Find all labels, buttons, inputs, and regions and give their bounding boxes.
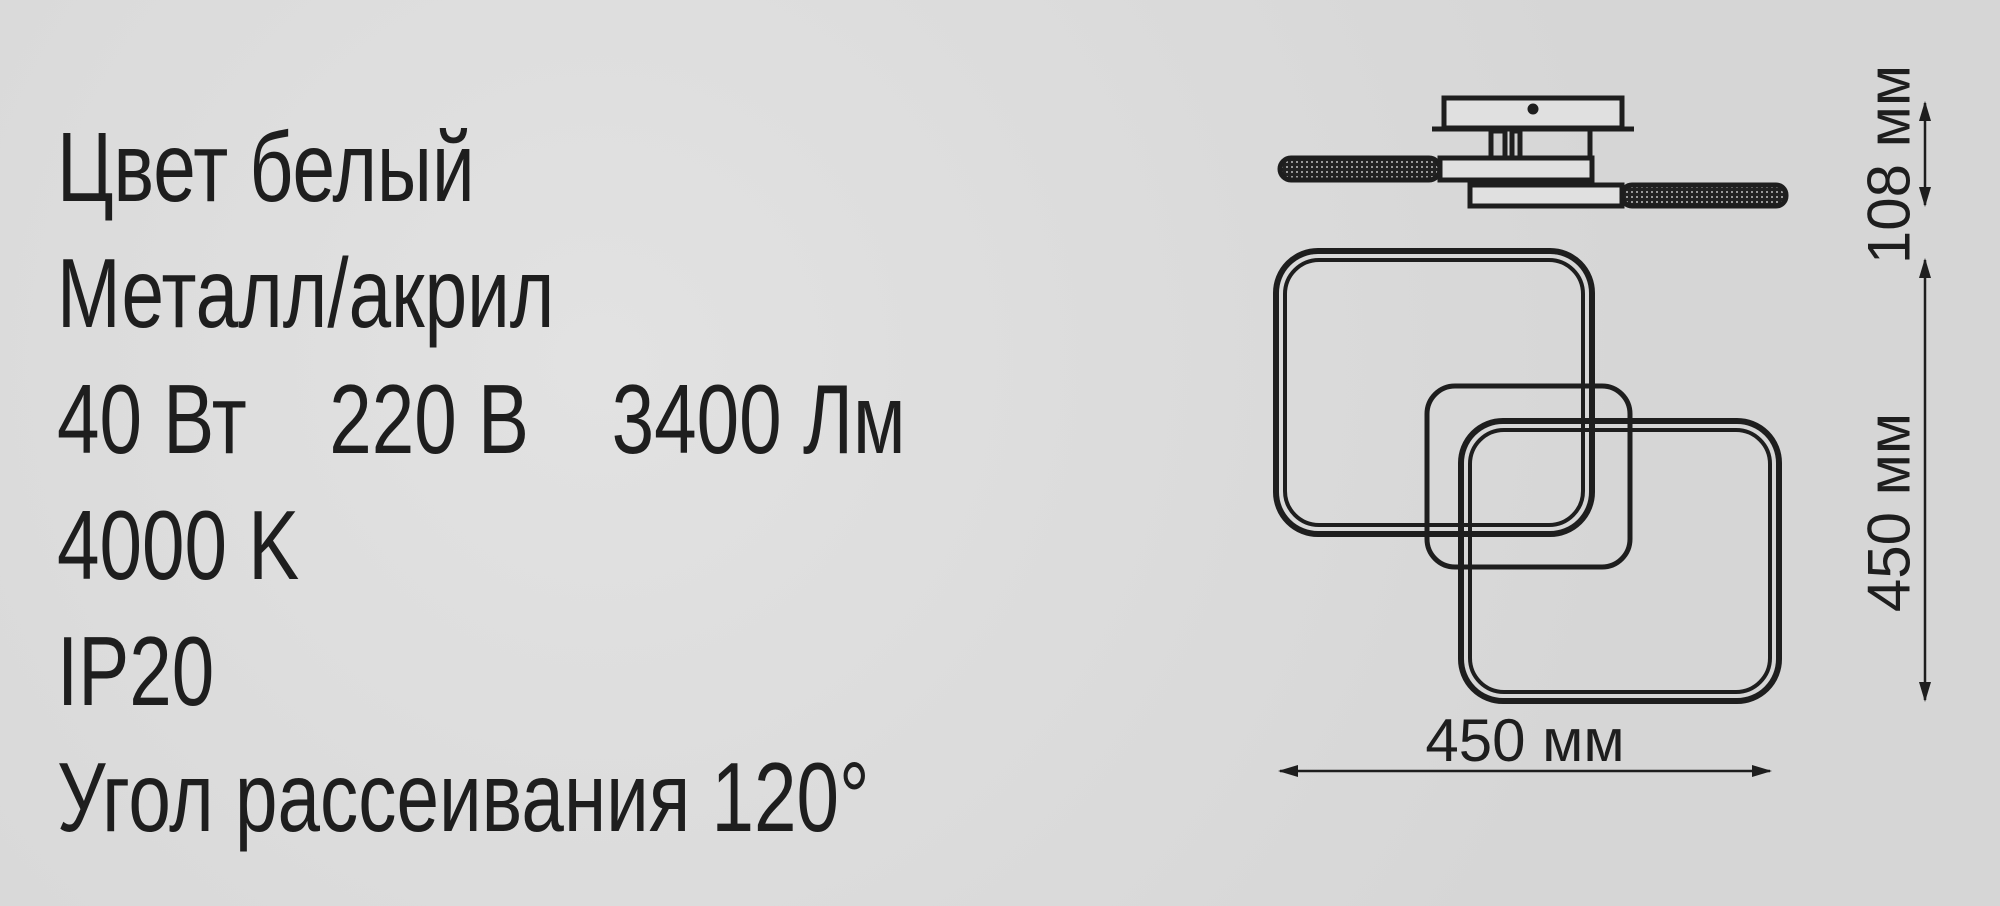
spec-electrical: 40 Вт 220 В 3400 Лм [57, 370, 993, 470]
spec-color: Цвет белый [57, 112, 475, 222]
width-label: 450 мм [1425, 707, 1625, 774]
side-view [1277, 95, 1789, 209]
spec-protection: IP20 [57, 616, 215, 726]
dimension-arrows [1278, 101, 1931, 777]
spec-beam-angle: Угол рассеивания 120° [57, 742, 870, 852]
spec-color-temperature: 4000 K [57, 490, 300, 600]
spec-luminous-flux: 3400 Лм [611, 364, 906, 474]
spec-power: 40 Вт [57, 364, 247, 474]
length-label: 450 мм [1855, 412, 1923, 613]
top-view [1273, 248, 1782, 704]
height-label: 108 мм [1855, 64, 1923, 265]
spec-material: Металл/акрил [57, 238, 555, 348]
spec-voltage: 220 В [329, 364, 529, 474]
